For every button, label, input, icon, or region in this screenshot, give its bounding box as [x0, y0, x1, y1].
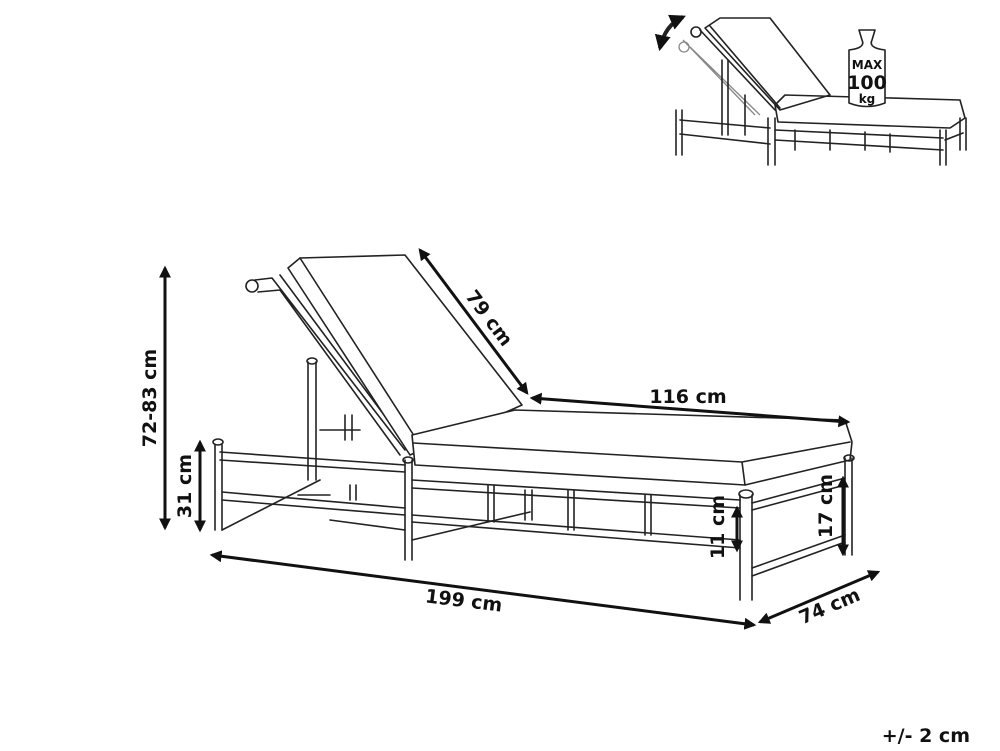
seat-height-label: 31 cm [174, 454, 196, 518]
total-length-arrow [209, 550, 757, 630]
ground-clearance-label: 11 cm [707, 495, 729, 559]
width-arrow [757, 570, 881, 624]
adjustable-lounger-thumbnail: MAX 100 kg [654, 14, 967, 166]
max-load-label: MAX [852, 58, 883, 72]
seat-length-label: 116 cm [649, 386, 726, 408]
tolerance-note: +/- 2 cm [882, 725, 970, 747]
lounger-drawing [212, 254, 855, 601]
max-load-value: 100 [847, 72, 887, 94]
backrest-height-label: 72-83 cm [139, 349, 161, 447]
max-load-unit: kg [859, 92, 876, 106]
weight-icon: MAX 100 kg [847, 29, 887, 108]
width-label: 74 cm [796, 584, 864, 629]
frame-height-label: 17 cm [815, 474, 837, 538]
curved-arrow-icon [654, 14, 686, 52]
seat-length-arrow [529, 392, 851, 428]
dimension-lines [159, 248, 881, 630]
backrest-length-arrow [418, 248, 529, 395]
